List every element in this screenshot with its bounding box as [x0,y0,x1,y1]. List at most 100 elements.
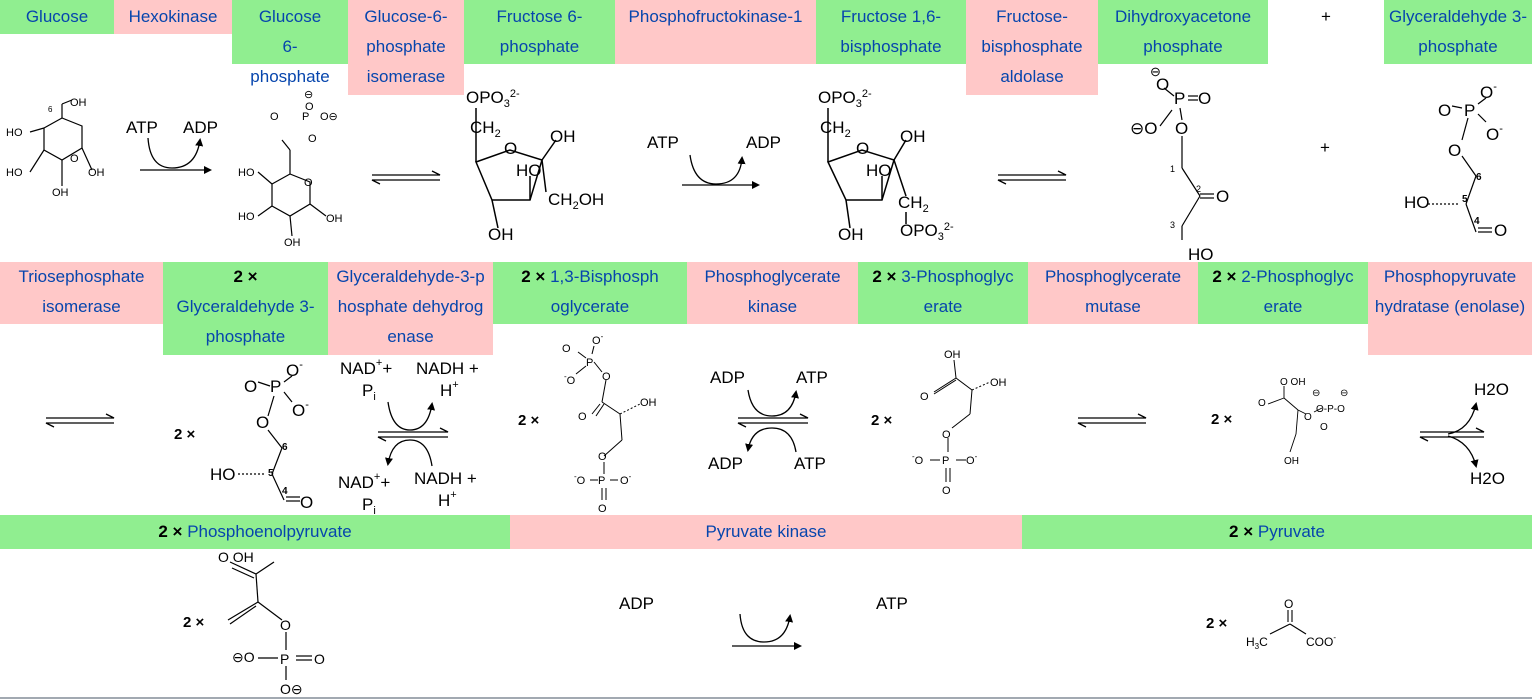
multiplier-3pg: 2 × [871,412,893,429]
header-plus: + [1268,0,1384,34]
link-enolase[interactable]: Phosphopyruvate hydratase (enolase) [1374,267,1526,316]
pgk-arrows [737,389,809,453]
pg3-o-carbonyl: O [920,391,929,403]
f16bp-opo3-bottom: OPO32- [900,221,954,243]
pep-structure [227,561,312,680]
f6p-o-ring: O [504,139,517,158]
gadp2-labels: O P O- O- O 6 HO 5 4 O [210,359,313,512]
f16bp-ch2-top: CH2 [820,118,851,140]
glucose-ho-4: HO [6,127,23,139]
link-phosphoenolpyruvate[interactable]: Phosphoenolpyruvate [187,522,352,541]
cell-glyceraldehyde-3-phosphate: Glyceraldehyde 3-phosphate [1384,0,1532,64]
nadh-top-label: NADH + [416,359,479,378]
multiplier-label: 2 × [872,267,897,286]
link-2-phosphoglycerate[interactable]: 2-Phosphoglycerate [1241,267,1354,316]
pi-bottom-label: Pi [362,495,376,517]
gadp-p: P [1464,101,1475,120]
glucose-oh-1: OH [88,167,105,179]
link-3-phosphoglycerate[interactable]: 3-Phosphoglycerate [901,267,1014,316]
link-glucose-6-phosphate[interactable]: Glucose 6-phosphate [250,7,330,86]
gadp2-o-minus-top: O- [286,359,303,380]
gadp2-p: P [270,377,281,396]
h2o-top-label: H2O [1474,380,1509,399]
cell-2x-1-3-bisphosphoglycerate: 2 × 1,3-Bisphosphoglycerate [493,262,687,324]
equilibrium-arrow-aldolase [997,170,1067,185]
pep-o-oh: O OH [218,549,254,565]
gapdh-cofactors: NAD++ Pi NADH + H+ NAD++ Pi NADH + H+ [338,357,479,517]
gadp2-c6: 6 [282,442,288,453]
multiplier-gadp: 2 × [174,426,196,443]
link-glyceraldehyde-3-phosphate[interactable]: Glyceraldehyde 3-phosphate [1389,7,1527,56]
multiplier-pep: 2 × [183,614,205,631]
f16bp-oh-bottom: OH [838,225,864,244]
link-fructose-1-6-bisphosphate[interactable]: Fructose 1,6-bisphosphate [840,7,942,56]
cell-pyruvate-kinase: Pyruvate kinase [510,515,1022,549]
link-pyruvate[interactable]: Pyruvate [1257,522,1325,541]
f16bp-ho-mid: HO [866,161,892,180]
dhap-ho: HO [1188,245,1214,264]
link-phosphoglycerate-kinase[interactable]: Phosphoglycerate kinase [704,267,841,316]
glucose-labels: OH 6 HO HO OH OH O [6,97,105,199]
dhap-p: P [1174,89,1185,108]
gadp2-structure [238,375,300,502]
cell-phosphoglycerate-mutase: Phosphoglycerate mutase [1028,262,1198,324]
gadp-o-minus-top: O- [1480,81,1497,102]
pyruvate-labels: O H3C COO- [1246,597,1336,651]
dhap-c3: 3 [1170,220,1175,230]
f6p-oh-right: OH [550,127,576,146]
atp-bottom-label: ATP [794,454,826,473]
multiplier-label: 2 × [521,267,546,286]
dhap-o-top: O [1156,75,1169,94]
glucose-oh-6: OH [70,97,87,109]
glucose-ho-3: HO [6,167,23,179]
link-pyruvate-kinase[interactable]: Pyruvate kinase [705,522,827,541]
h2o-bottom-label: H2O [1470,469,1505,488]
gadp-c5: 5 [1462,194,1468,205]
adp-label: ADP [183,118,218,137]
cell-fructose-1-6-bisphosphate: Fructose 1,6-bisphosphate [816,0,966,64]
link-gapdh[interactable]: Glyceraldehyde-3-phosphate dehydrogenase [336,267,485,346]
pg3-structure [930,359,991,482]
link-hexokinase[interactable]: Hexokinase [128,7,218,26]
pg3-o-minus-left: -O [912,452,924,467]
link-glucose[interactable]: Glucose [25,7,89,26]
gadp2-o-aldehyde: O [300,493,313,512]
dhap-minus: ⊖ [1150,64,1161,79]
pg2-oh-bottom: OH [1284,456,1299,467]
bpg-p-top: P [586,357,593,369]
link-1-3-bisphosphoglycerate[interactable]: 1,3-Bisphosphoglycerate [550,267,659,316]
bpg-oh: OH [640,397,657,409]
cell-2x-pyruvate: 2 × Pyruvate [1022,515,1532,549]
f16bp-opo3-top: OPO32- [818,88,872,110]
gadp-c6: 6 [1476,172,1482,183]
link-fructose-6-phosphate[interactable]: Fructose 6-phosphate [496,7,583,56]
link-phosphoglycerate-mutase[interactable]: Phosphoglycerate mutase [1044,267,1182,316]
f6p-opo3: OPO32- [466,88,520,110]
f6p-ch2: CH2 [470,118,501,140]
cell-phosphoglycerate-kinase: Phosphoglycerate kinase [687,262,858,324]
pg3-o-minus-right: O- [966,452,978,467]
link-fructose-bisphosphate-aldolase[interactable]: Fructose-bisphosphate aldolase [981,7,1083,86]
gadp-o-bridge: O [1448,141,1461,160]
pg2-minus-b: ⊖ [1340,388,1348,399]
cell-triosephosphate-isomerase: Triosephosphate isomerase [0,262,163,324]
dhap-structure [1159,87,1214,240]
atp-top-label: ATP [796,368,828,387]
link-triosephosphate-isomerase[interactable]: Triosephosphate isomerase [18,267,145,316]
bpg-o-bridge-top: O [602,371,611,383]
bpg-o-carbonyl: O [578,411,587,423]
link-glucose-6-phosphate-isomerase[interactable]: Glucose-6-phosphate isomerase [364,7,448,86]
f16bp-labels: OPO32- CH2 O OH HO CH2 OPO32- OH [818,88,954,244]
link-2x-glyceraldehyde-3-phosphate[interactable]: Glyceraldehyde 3-phosphate [176,297,315,346]
dhap-c1: 1 [1170,164,1175,174]
gadp-structure [1428,97,1492,233]
adp-top-label: ADP [710,368,745,387]
cell-2x-phosphoenolpyruvate: 2 × Phosphoenolpyruvate [0,515,510,549]
link-dihydroxyacetone-phosphate[interactable]: Dihydroxyacetone phosphate [1114,7,1252,56]
link-phosphofructokinase-1[interactable]: Phosphofructokinase-1 [628,7,803,26]
h-top-label: H+ [440,379,459,400]
pg3-oh-top: OH [944,349,961,361]
gadp-ho: HO [1404,193,1430,212]
g6p-o-ring: O [304,177,313,189]
g6p-ho-4: HO [238,167,255,179]
